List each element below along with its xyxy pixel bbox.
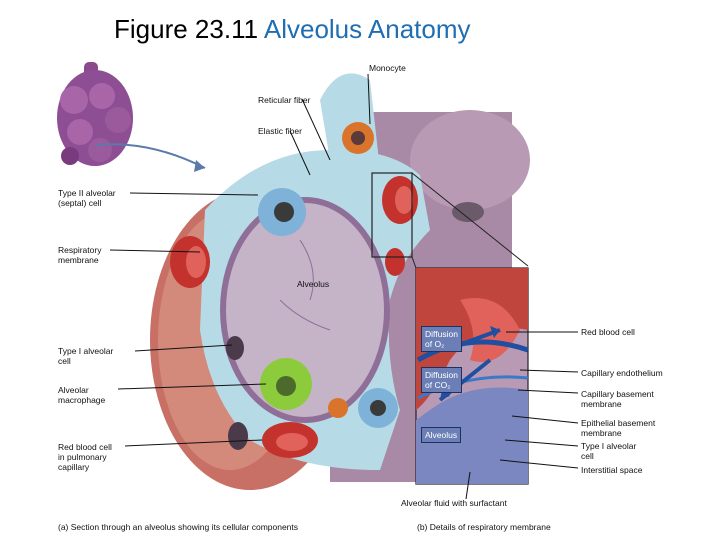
label-alveolar-fluid: Alveolar fluid with surfactant: [401, 498, 507, 508]
caption-a: (a) Section through an alveolus showing …: [58, 522, 299, 532]
cells: [226, 122, 484, 450]
label-red-blood-cell: Red blood cell: [581, 327, 635, 337]
label-type-ii-cell: Type II alveolar (septal) cell: [58, 188, 116, 208]
label-alveolar-macrophage: Alveolar macrophage: [58, 385, 106, 405]
label-epithelial-basement-membrane: Epithelial basement membrane: [581, 418, 656, 438]
label-interstitial-space: Interstitial space: [581, 465, 643, 475]
label-reticular-fiber: Reticular fiber: [258, 95, 311, 105]
box-alveolus: Alveolus: [421, 427, 462, 443]
zoom-region-box: [371, 172, 413, 258]
alveolus-cavity: [220, 197, 390, 423]
lung-lobule-icon: [57, 62, 206, 172]
label-capillary-endothelium: Capillary endothelium: [581, 368, 663, 378]
label-monocyte: Monocyte: [369, 63, 406, 73]
label-rbc-pulmonary-capillary: Red blood cell in pulmonary capillary: [58, 442, 112, 472]
label-type-i-alveolar-cell: Type I alveolar cell: [581, 441, 637, 461]
figure-title: Figure 23.11 Alveolus Anatomy: [114, 14, 471, 45]
figure-name: Alveolus Anatomy: [263, 14, 471, 44]
box-diffusion-co2: Diffusion of CO₂: [421, 367, 462, 393]
label-type-i-cell: Type I alveolar cell: [58, 346, 114, 366]
capillaries: [170, 176, 418, 458]
label-capillary-basement-membrane: Capillary basement membrane: [581, 389, 654, 409]
caption-b: (b) Details of respiratory membrane: [417, 522, 551, 532]
box-diffusion-o2: Diffusion of O₂: [421, 326, 462, 352]
label-respiratory-membrane: Respiratory membrane: [58, 245, 102, 265]
label-elastic-fiber: Elastic fiber: [258, 126, 302, 136]
leader-lines: [109, 73, 579, 500]
label-alveolus: Alveolus: [297, 279, 330, 289]
figure-number: Figure 23.11: [114, 14, 259, 44]
